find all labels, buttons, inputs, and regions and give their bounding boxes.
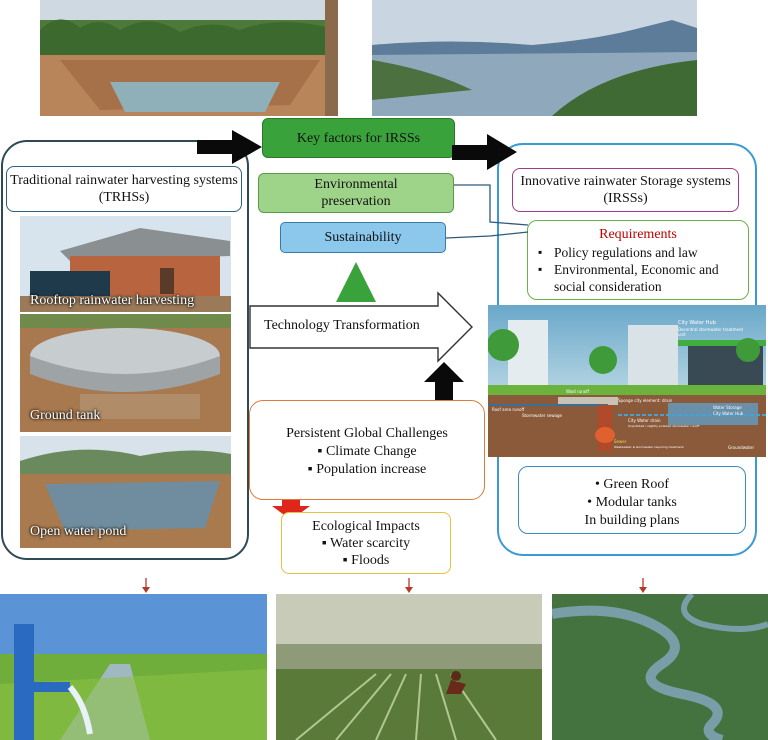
- photo-river-forest: [552, 594, 768, 740]
- requirement-item: Policy regulations and law: [536, 244, 740, 261]
- feature-text: Modular tanks: [595, 495, 677, 510]
- ecological-text: Floods: [351, 553, 390, 568]
- green-triangle: [336, 262, 376, 302]
- ecological-item: ▪ Floods: [342, 553, 390, 568]
- traditional-title: Traditional rainwater harvesting systems…: [6, 166, 242, 212]
- caption-rooftop: Rooftop rainwater harvesting: [30, 293, 195, 308]
- innovative-title: Innovative rainwater Storage systems (IR…: [512, 168, 739, 212]
- innovative-title-text: Innovative rainwater Storage systems (IR…: [520, 174, 731, 206]
- challenge-item: ▪ Population increase: [307, 462, 427, 477]
- requirements-box: Requirements Policy regulations and law …: [527, 220, 749, 300]
- ecological-item: ▪ Water scarcity: [321, 536, 411, 551]
- features-list: • Green Roof • Modular tanks In building…: [519, 476, 745, 530]
- connector-environmental: [454, 184, 529, 226]
- environmental-label: Environmental preservation: [314, 177, 398, 209]
- illustration-label: City Water Hub: [678, 320, 716, 326]
- traditional-panel: [1, 140, 249, 560]
- photo-irrigation-pipe: [0, 594, 267, 740]
- illustration-label: Roof area runoff: [492, 407, 525, 412]
- key-factors-label: Key factors for IRSSs: [296, 130, 421, 146]
- connector-sustainability: [445, 231, 529, 239]
- arrow-to-key-factors: [197, 130, 262, 164]
- feature-item: • Green Roof: [594, 477, 670, 492]
- arrow-to-innovative: [452, 134, 517, 170]
- challenges-title: Persistent Global Challenges: [286, 426, 448, 441]
- feature-item: • Modular tanks: [587, 495, 677, 510]
- illustration-label: Stormwater sewage: [522, 413, 562, 418]
- environmental-box: Environmental preservation: [258, 173, 454, 213]
- feature-item: In building plans: [519, 512, 745, 530]
- illustration-label: Water Storage: [713, 405, 742, 410]
- illustration-sponge-city: City Water Hub Decentral stormwater trea…: [488, 305, 766, 457]
- illustration-label: Decentral stormwater treatment unit: [678, 327, 744, 337]
- key-factors-box: Key factors for IRSSs: [262, 118, 455, 158]
- technology-label: Technology Transformation: [264, 318, 420, 333]
- photo-excavated-pond: [40, 0, 338, 116]
- ecological-text: Water scarcity: [330, 536, 411, 551]
- feature-text: Green Roof: [603, 477, 670, 492]
- requirements-list: Policy regulations and law Environmental…: [536, 244, 740, 295]
- arrow-down-red: [272, 496, 310, 520]
- sustainability-label: Sustainability: [324, 230, 402, 245]
- caption-open-pond: Open water pond: [30, 524, 127, 539]
- illustration-label: Wadi runoff: [566, 389, 589, 394]
- illustration-label: Sponge city element: drain: [618, 398, 673, 403]
- challenges-box: Persistent Global Challenges ▪ Climate C…: [249, 400, 485, 500]
- illustration-label: Sewer: [614, 439, 627, 444]
- photo-farmer-field: [276, 594, 542, 740]
- challenge-item: ▪ Climate Change: [317, 444, 417, 459]
- feature-text: In building plans: [584, 513, 680, 528]
- requirements-title: Requirements: [599, 227, 677, 242]
- arrow-up: [424, 362, 464, 404]
- photo-ground-tank: Ground tank: [20, 314, 231, 432]
- illustration-label: City Water drain: [628, 418, 661, 423]
- photo-rooftop-harvesting: Rooftop rainwater harvesting: [20, 216, 231, 312]
- illustration-label: Wastewater & stormwater requiring treatm…: [614, 445, 684, 449]
- illustration-label: City Water Hub: [713, 411, 744, 416]
- ecological-title: Ecological Impacts: [312, 519, 420, 534]
- illustration-label: Unpolluted / slightly polluted stormwate…: [628, 424, 700, 428]
- requirement-item: Environmental, Economic and social consi…: [536, 261, 740, 295]
- traditional-title-text: Traditional rainwater harvesting systems…: [10, 173, 238, 205]
- photo-reservoir-lake: [372, 0, 697, 116]
- illustration-label: Groundwater: [728, 445, 755, 450]
- challenge-text: Population increase: [316, 462, 427, 477]
- photo-open-pond: Open water pond: [20, 436, 231, 548]
- challenges-list: ▪ Climate Change ▪ Population increase: [250, 443, 484, 479]
- challenge-text: Climate Change: [325, 444, 417, 459]
- ecological-box: Ecological Impacts ▪ Water scarcity ▪ Fl…: [281, 512, 451, 574]
- caption-ground-tank: Ground tank: [30, 408, 101, 423]
- sustainability-box: Sustainability: [280, 222, 446, 253]
- technology-arrow: [249, 291, 473, 363]
- ecological-list: ▪ Water scarcity ▪ Floods: [282, 535, 450, 569]
- features-box: • Green Roof • Modular tanks In building…: [518, 466, 746, 534]
